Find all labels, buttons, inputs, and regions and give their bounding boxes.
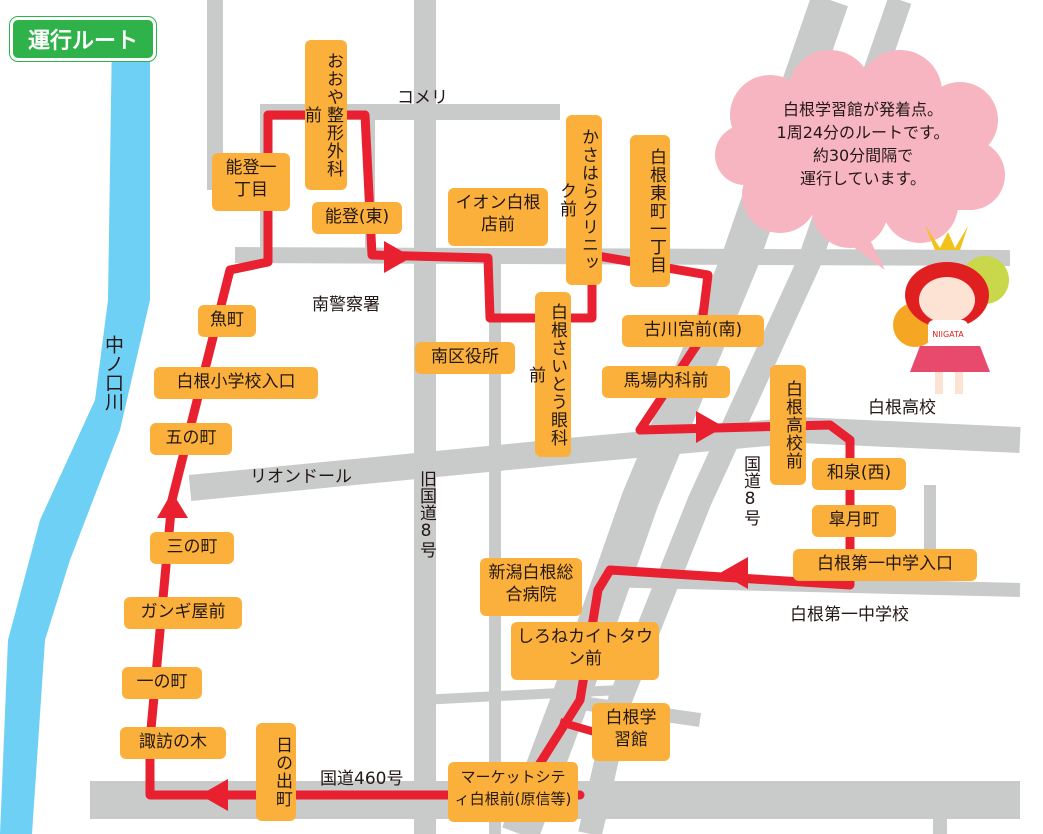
road-route8: 国道8号 — [740, 455, 760, 526]
bus-stop: 古川宮前(南) — [622, 315, 764, 347]
mascot-sash-text: NIIGATA — [932, 330, 964, 339]
bus-stop: マーケットシティ白根前(原信等) — [448, 762, 578, 822]
direction-arrow — [200, 779, 228, 811]
bus-stop: 白根小学校入口 — [154, 367, 318, 399]
bus-stop: 南区役所 — [415, 342, 515, 374]
bus-stop: 皐月町 — [812, 505, 896, 537]
bus-stop: 白根さいとう眼科前 — [525, 292, 571, 457]
bus-stop: 一の町 — [122, 667, 202, 699]
landmark-police: 南警察署 — [312, 295, 380, 315]
landmark-shirone-hs: 白根高校 — [868, 398, 936, 418]
speech-line: 運行しています。 — [800, 169, 926, 188]
bus-stop: 魚町 — [198, 305, 256, 337]
bus-stop: 和泉(西) — [812, 458, 906, 490]
direction-arrow — [384, 241, 412, 273]
bus-stop: 日の出町 — [256, 723, 296, 821]
bus-stop: ガンギ屋前 — [124, 597, 242, 629]
landmark-komeri: コメリ — [397, 88, 448, 108]
bus-stop: 白根第一中学入口 — [793, 549, 977, 581]
speech-bubble-text: 白根学習館が発着点。 1周24分のルートです。 約30分間隔で 運行しています。 — [738, 98, 988, 190]
speech-line: 約30分間隔で — [812, 146, 914, 165]
bus-stop: 三の町 — [150, 532, 234, 564]
bus-stop: イオン白根店前 — [448, 188, 548, 246]
bus-stop: 能登(東) — [312, 202, 402, 234]
speech-cloud — [715, 50, 1005, 270]
landmark-river: 中ノ口川 — [102, 335, 124, 411]
bus-stop: しろねカイトタウン前 — [511, 622, 659, 680]
cheerleader-mascot — [893, 225, 1009, 394]
bus-stop: 白根学習館 — [592, 703, 670, 761]
bus-stop: 五の町 — [150, 423, 232, 455]
bus-stop: おおや整形外科前 — [301, 40, 347, 190]
bus-stop: 能登一丁目 — [212, 153, 290, 211]
direction-arrow — [696, 411, 724, 443]
river — [0, 35, 150, 834]
bus-stop: 白根東町一丁目 — [630, 135, 670, 287]
speech-line: 1周24分のルートです。 — [776, 123, 950, 142]
direction-arrow — [720, 557, 748, 589]
map-title: 運行ルート — [10, 17, 156, 61]
bus-stop: 新潟白根総合病院 — [480, 558, 582, 616]
road-old-route8: 旧国道8号 — [416, 470, 436, 558]
direction-arrow — [157, 492, 188, 518]
bus-stop: 馬場内科前 — [602, 366, 730, 398]
landmark-riondor: リオンドール — [250, 467, 352, 487]
bus-stop: 諏訪の木 — [120, 727, 226, 759]
speech-line: 白根学習館が発着点。 — [782, 100, 943, 119]
road-route460: 国道460号 — [320, 769, 404, 789]
bus-stop: 白根高校前 — [770, 365, 806, 485]
bus-stop: かさはらクリニック前 — [556, 115, 602, 285]
landmark-shirone-jhs: 白根第一中学校 — [790, 605, 909, 625]
